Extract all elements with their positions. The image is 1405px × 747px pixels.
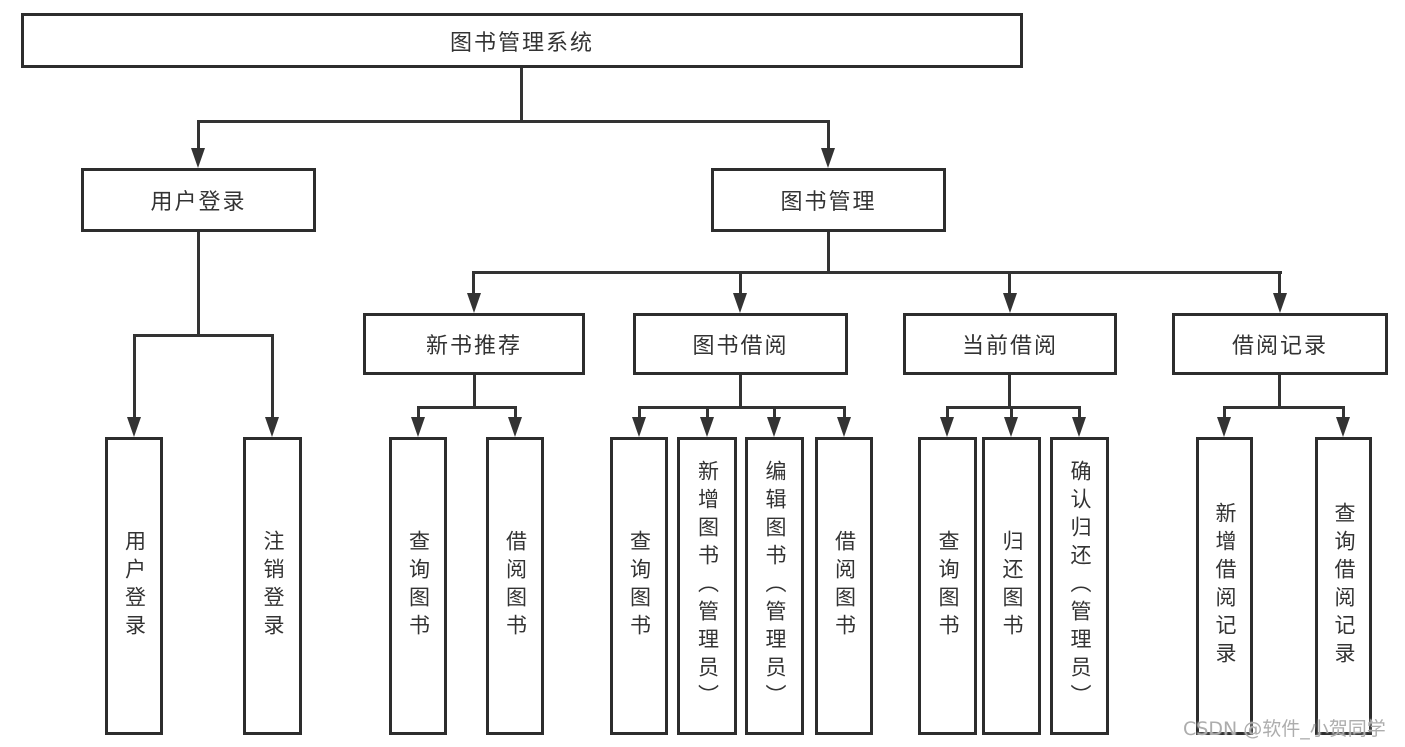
node-label: 新增借阅记录: [1213, 502, 1237, 670]
connector-line: [520, 68, 523, 122]
node-label: 图书借阅: [692, 334, 789, 359]
connector-line: [1342, 406, 1345, 419]
connector-line: [473, 375, 476, 408]
leaf-logout: 注销登录: [243, 437, 302, 735]
connector-line: [1223, 406, 1345, 409]
node-label: 注销登录: [261, 530, 285, 642]
arrow-down-icon: [632, 417, 646, 437]
node-label: 图书管理: [780, 190, 877, 215]
arrow-down-icon: [1004, 417, 1018, 437]
arrow-down-icon: [821, 148, 835, 168]
leaf-return-book: 归还图书: [982, 437, 1041, 735]
connector-line: [946, 406, 949, 419]
node-label: 查询借阅记录: [1332, 502, 1356, 670]
connector-line: [133, 334, 273, 337]
leaf-borrow-books: 借阅图书: [815, 437, 873, 735]
node-label: 查询图书: [936, 530, 960, 642]
arrow-down-icon: [700, 417, 714, 437]
connector-line: [271, 334, 274, 419]
connector-line: [197, 120, 830, 123]
node-label: 用户登录: [150, 190, 247, 215]
arrow-down-icon: [508, 417, 522, 437]
connector-line: [1278, 271, 1281, 295]
connector-line: [638, 406, 641, 419]
connector-line: [1278, 375, 1281, 408]
arrow-down-icon: [1003, 293, 1017, 313]
leaf-edit-book-admin: 编辑图书（管理员）: [745, 437, 804, 735]
connector-line: [1223, 406, 1226, 419]
arrow-down-icon: [940, 417, 954, 437]
arrow-down-icon: [467, 293, 481, 313]
leaf-confirm-return-admin: 确认归还（管理员）: [1050, 437, 1109, 735]
connector-line: [417, 406, 420, 419]
arrow-down-icon: [1273, 293, 1287, 313]
leaf-add-borrow-record: 新增借阅记录: [1196, 437, 1253, 735]
leaf-query-books-current: 查询图书: [918, 437, 977, 735]
arrow-down-icon: [837, 417, 851, 437]
node-label: 新增图书（管理员）: [695, 460, 720, 712]
leaf-query-borrow-record: 查询借阅记录: [1315, 437, 1372, 735]
node-new-book-recommendation: 新书推荐: [363, 313, 585, 375]
connector-line: [946, 406, 1081, 409]
node-label: 新书推荐: [425, 334, 522, 359]
connector-line: [773, 406, 776, 419]
node-label: 借阅图书: [503, 530, 528, 642]
leaf-add-book-admin: 新增图书（管理员）: [677, 437, 737, 735]
connector-line: [843, 406, 846, 419]
connector-line: [638, 406, 846, 409]
arrow-down-icon: [265, 417, 279, 437]
arrow-down-icon: [191, 148, 205, 168]
node-label: 用户登录: [122, 530, 147, 642]
node-label: 归还图书: [1000, 530, 1024, 642]
node-borrowing-records: 借阅记录: [1172, 313, 1388, 375]
connector-line: [133, 334, 136, 419]
node-book-management: 图书管理: [711, 168, 946, 232]
node-user-login: 用户登录: [81, 168, 316, 232]
leaf-query-books-borrowing: 查询图书: [610, 437, 668, 735]
connector-line: [739, 271, 742, 295]
node-label: 借阅图书: [832, 530, 857, 642]
connector-line: [1008, 375, 1011, 408]
connector-line: [514, 406, 517, 419]
connector-line: [197, 232, 200, 336]
arrow-down-icon: [1217, 417, 1231, 437]
node-label: 查询图书: [406, 530, 431, 642]
leaf-query-books-recommend: 查询图书: [389, 437, 447, 735]
node-label: 借阅记录: [1231, 334, 1328, 359]
csdn-watermark: CSDN @软件_小贺同学: [1183, 718, 1386, 740]
connector-line: [739, 375, 742, 408]
leaf-user-login: 用户登录: [105, 437, 163, 735]
connector-line: [706, 406, 709, 419]
connector-line: [827, 232, 830, 273]
connector-line: [472, 271, 475, 295]
node-label: 图书管理系统: [449, 30, 594, 56]
node-label: 确认归还（管理员）: [1068, 460, 1092, 712]
connector-line: [1010, 406, 1013, 419]
node-label: 查询图书: [627, 530, 652, 642]
connector-line: [417, 406, 517, 409]
node-book-borrowing: 图书借阅: [633, 313, 848, 375]
node-label: 当前借阅: [961, 334, 1058, 359]
connector-line: [1008, 271, 1011, 295]
arrow-down-icon: [127, 417, 141, 437]
arrow-down-icon: [733, 293, 747, 313]
connector-line: [1078, 406, 1081, 419]
arrow-down-icon: [1336, 417, 1350, 437]
leaf-borrow-books-recommend: 借阅图书: [486, 437, 544, 735]
arrow-down-icon: [1072, 417, 1086, 437]
node-current-borrowing: 当前借阅: [903, 313, 1117, 375]
connector-line: [827, 120, 830, 150]
connector-line: [472, 271, 1282, 274]
connector-line: [197, 120, 200, 150]
arrow-down-icon: [767, 417, 781, 437]
node-library-management-system: 图书管理系统: [21, 13, 1023, 68]
node-label: 编辑图书（管理员）: [763, 460, 787, 712]
arrow-down-icon: [411, 417, 425, 437]
